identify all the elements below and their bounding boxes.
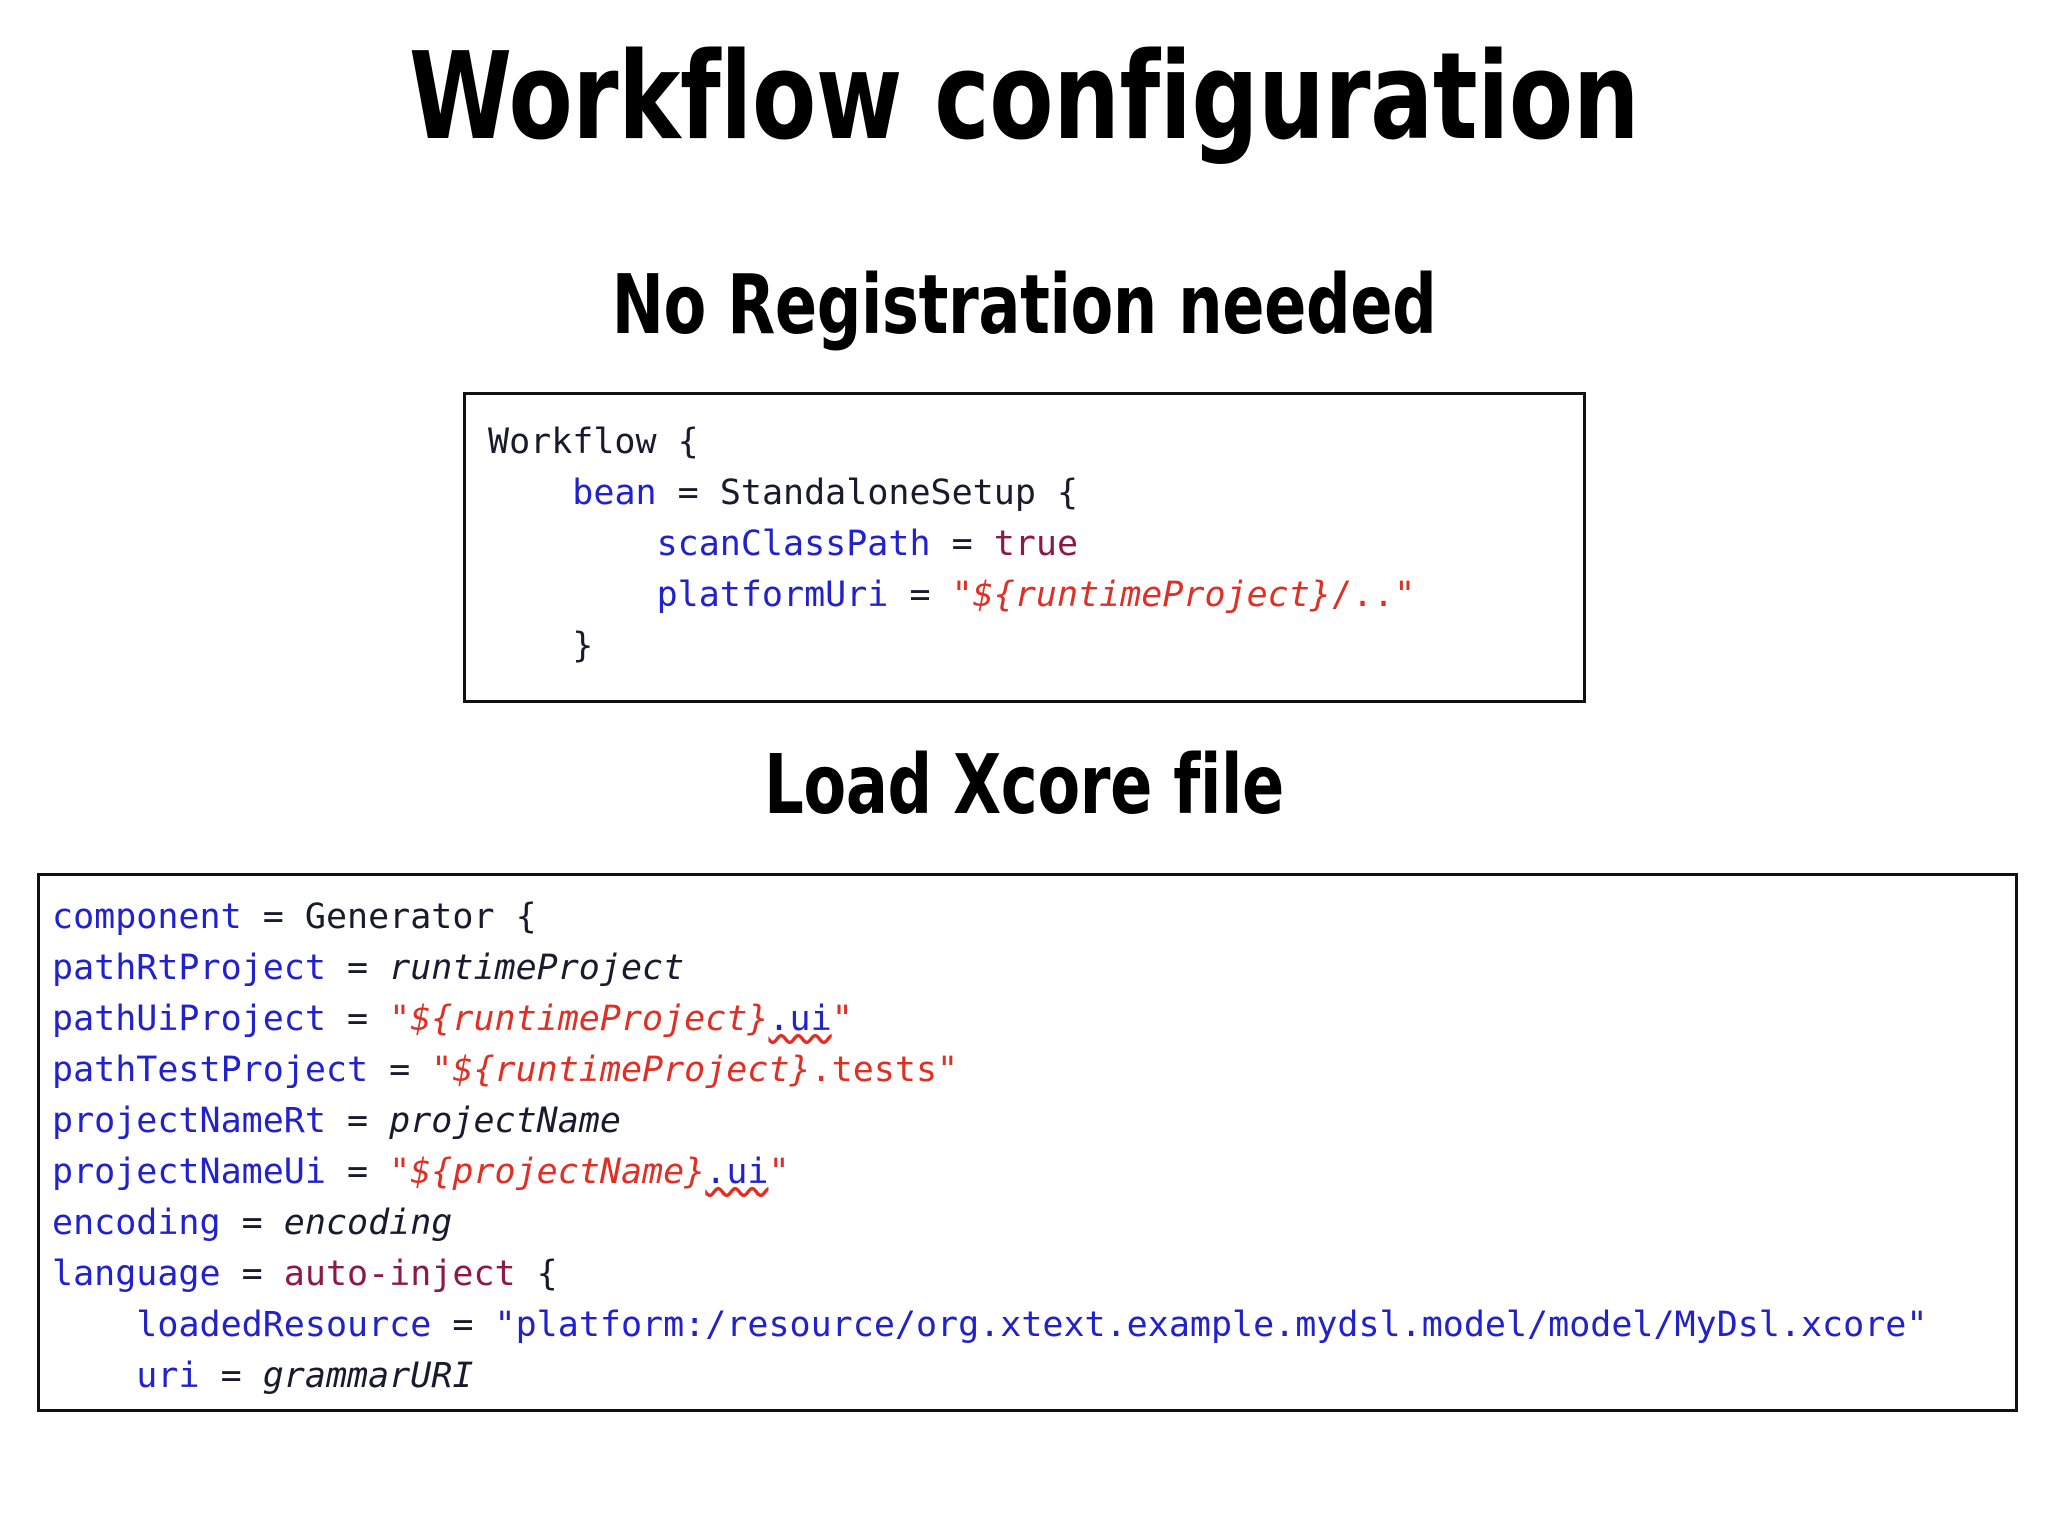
code-line: projectNameRt = projectName [52, 1096, 2015, 1147]
code-token: = [930, 524, 994, 564]
code-token: Generator [304, 897, 495, 937]
code-token: .tests" [810, 1050, 959, 1090]
code-token: { [677, 422, 699, 462]
code-token: true [993, 524, 1079, 564]
code-line: projectNameUi = "${projectName}.ui" [52, 1147, 2015, 1198]
code-token: = [199, 1356, 263, 1396]
code-token: = [325, 1152, 390, 1192]
code-line: loadedResource = "platform:/resource/org… [52, 1300, 2015, 1351]
code-line: pathRtProject = runtimeProject [52, 943, 2015, 994]
code-token: = [888, 575, 952, 615]
code-line: pathTestProject = "${runtimeProject}.tes… [52, 1045, 2015, 1096]
code-token: pathUiProject [52, 999, 326, 1039]
code-token: { [494, 897, 537, 937]
code-token: = [368, 1050, 432, 1090]
code-line: pathUiProject = "${runtimeProject}.ui" [52, 994, 2015, 1045]
code-token: encoding [283, 1203, 453, 1243]
code-token: .ui [705, 1152, 769, 1192]
code-token: = [431, 1305, 495, 1345]
code-token: "platform:/resource/org.xtext.example.my… [494, 1305, 1928, 1345]
code-token: " [768, 1152, 790, 1192]
page-title: Workflow configuration [408, 28, 1640, 167]
workflow-code-block: Workflow { bean = StandaloneSetup { scan… [463, 392, 1586, 703]
code-token: ${runtimeProject} [452, 1050, 811, 1090]
code-token: ${projectName} [410, 1152, 706, 1192]
code-indent [488, 473, 572, 513]
code-token: uri [136, 1356, 200, 1396]
code-token: projectNameRt [52, 1101, 326, 1141]
code-token: = [325, 999, 390, 1039]
code-line: platformUri = "${runtimeProject}/.." [488, 570, 1583, 621]
code-token: " [389, 1152, 411, 1192]
code-token: = [656, 473, 720, 513]
code-indent [52, 1356, 136, 1396]
code-token: pathTestProject [52, 1050, 369, 1090]
code-indent [488, 524, 657, 564]
code-indent [488, 575, 657, 615]
code-token: StandaloneSetup [719, 473, 1036, 513]
code-line: Workflow { [488, 417, 1583, 468]
code-line: bean = StandaloneSetup { [488, 468, 1583, 519]
code-indent [52, 1305, 136, 1345]
code-line: uri = grammarURI [52, 1351, 2015, 1402]
code-token: platformUri [656, 575, 889, 615]
code-token: ${runtimeProject} [972, 575, 1331, 615]
code-token: bean [572, 473, 657, 513]
code-token: /.." [1330, 575, 1416, 615]
code-token: { [1035, 473, 1079, 513]
code-token: scanClassPath [656, 524, 931, 564]
code-line: encoding = encoding [52, 1198, 2015, 1249]
section-heading-no-registration: No Registration needed [611, 258, 1437, 353]
code-token: Workflow [488, 422, 678, 462]
code-token: { [515, 1254, 558, 1294]
code-token: projectNameUi [52, 1152, 326, 1192]
code-token: = [241, 897, 305, 937]
code-token: = [220, 1254, 284, 1294]
code-line: component = Generator { [52, 892, 2015, 943]
code-token: pathRtProject [52, 948, 326, 988]
code-token: projectName [389, 1101, 621, 1141]
code-token: = [220, 1203, 284, 1243]
code-token: runtimeProject [389, 948, 685, 988]
code-token: = [325, 1101, 390, 1141]
code-line: scanClassPath = true [488, 519, 1583, 570]
generator-code-block: component = Generator {pathRtProject = r… [37, 873, 2018, 1412]
code-token: encoding [52, 1203, 221, 1243]
code-token: " [431, 1050, 453, 1090]
code-token: auto-inject [283, 1254, 516, 1294]
code-line: } [488, 621, 1583, 672]
code-token: loadedResource [136, 1305, 432, 1345]
code-token: ${runtimeProject} [410, 999, 769, 1039]
code-token: " [951, 575, 973, 615]
section-heading-load-xcore: Load Xcore file [764, 738, 1284, 833]
code-indent [488, 626, 572, 666]
code-line: language = auto-inject { [52, 1249, 2015, 1300]
code-token: grammarURI [262, 1356, 474, 1396]
code-token: .ui [768, 999, 832, 1039]
code-token: " [831, 999, 853, 1039]
code-token: " [389, 999, 411, 1039]
code-token: component [52, 897, 242, 937]
code-token: = [325, 948, 390, 988]
code-token: } [572, 626, 594, 666]
code-token: language [52, 1254, 221, 1294]
